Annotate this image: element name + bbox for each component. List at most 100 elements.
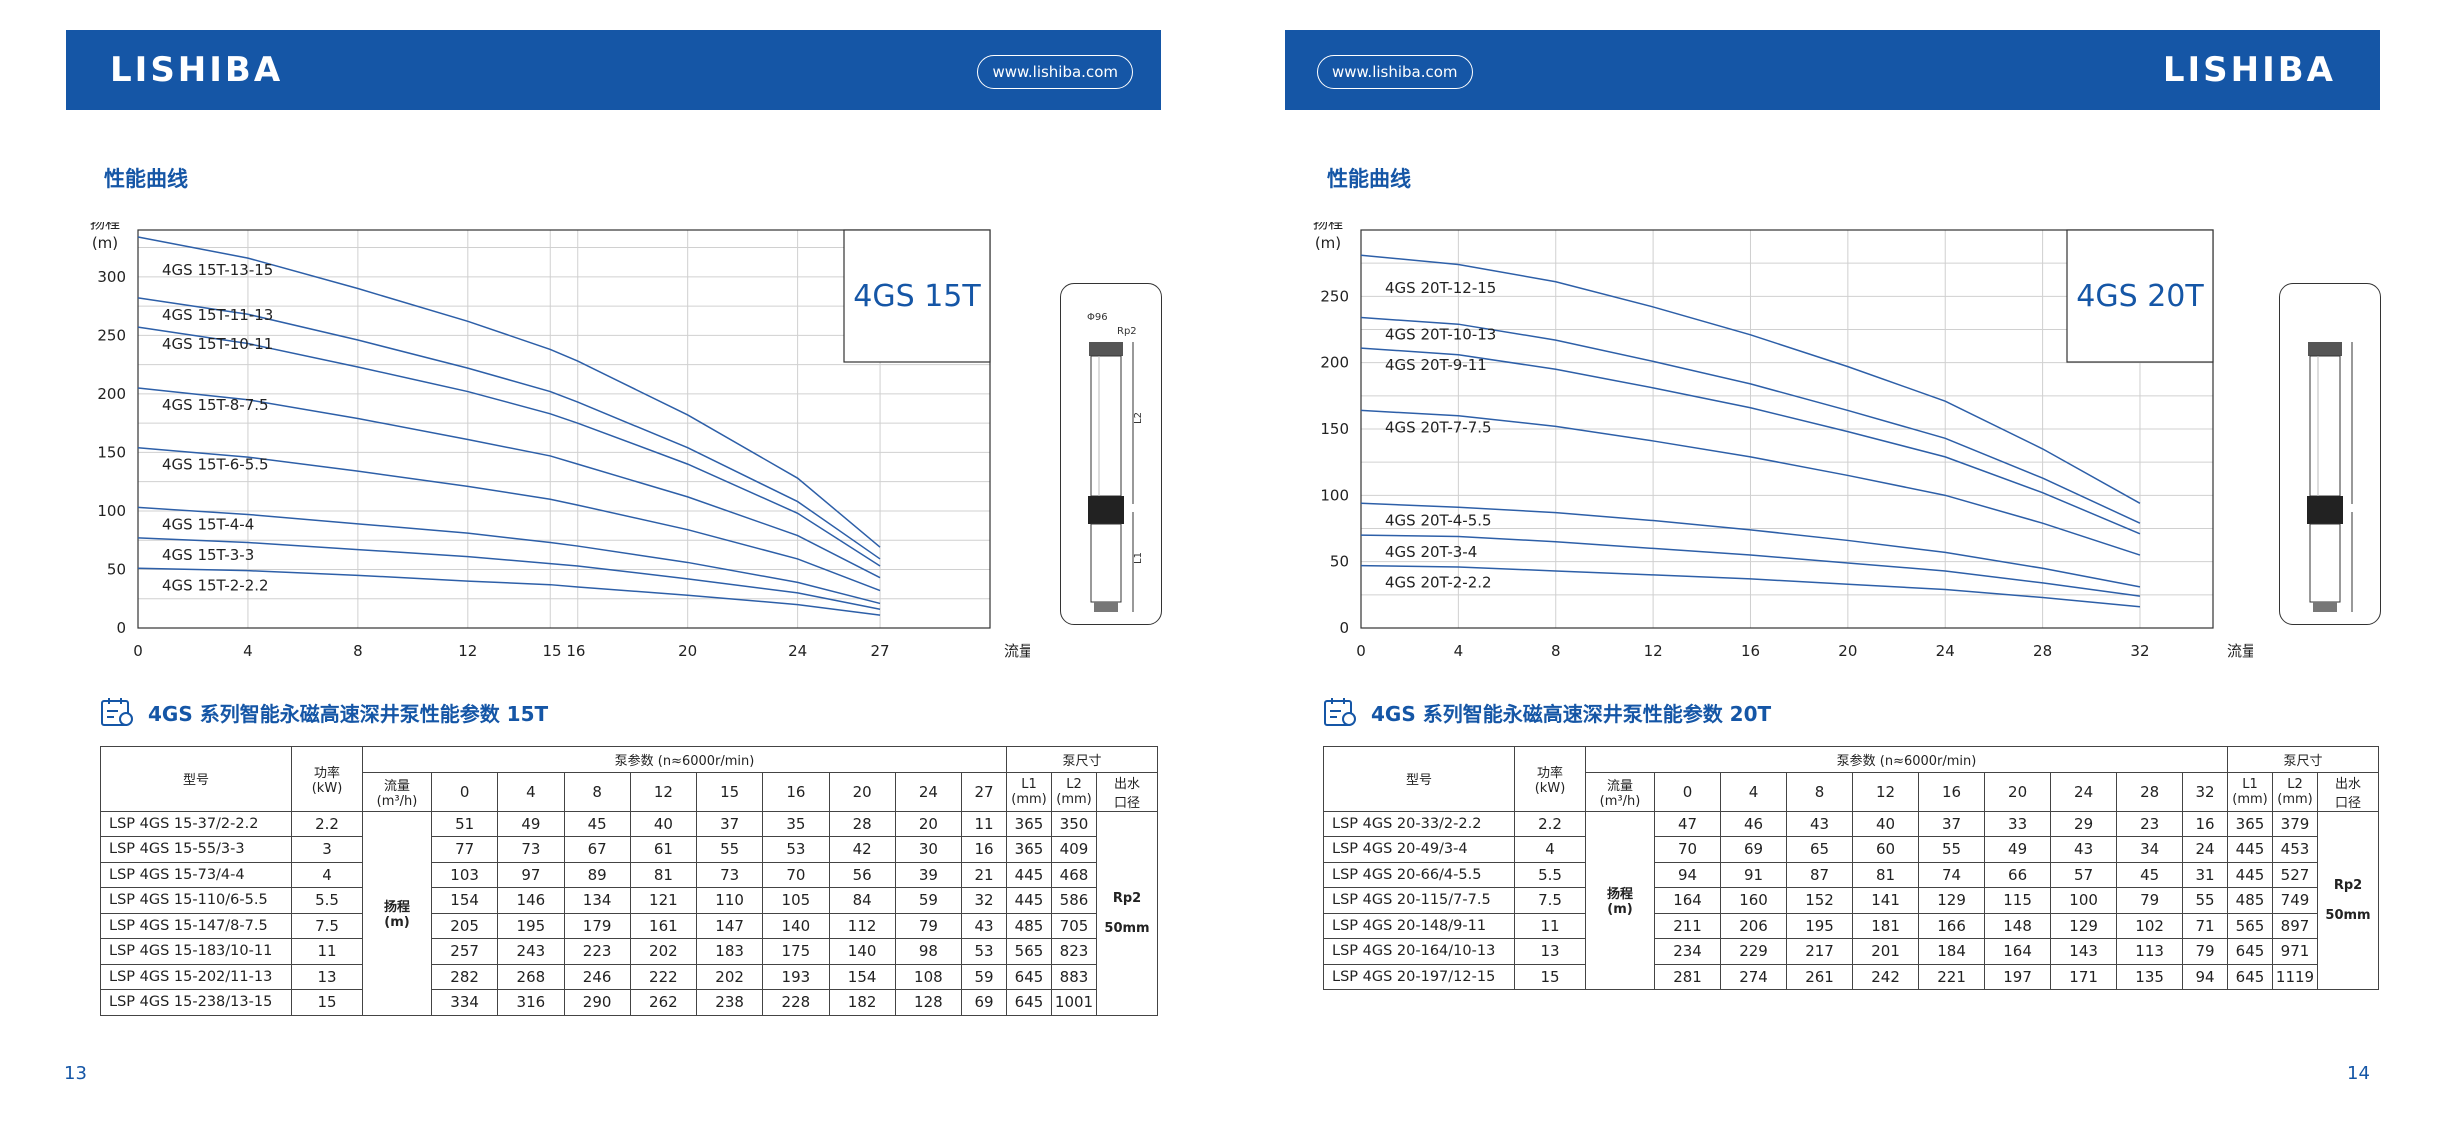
cell-head-value: 56: [828, 861, 896, 888]
series-line: [137, 236, 881, 548]
cell-head-value: 100: [2050, 887, 2118, 914]
cell-head-value: 181: [1852, 912, 1920, 939]
page-number: 13: [64, 1063, 87, 1084]
cell-head-value: 49: [497, 810, 565, 837]
cell-model: LSP 4GS 20-148/9-11: [1323, 912, 1515, 939]
cell-model: LSP 4GS 20-115/7-7.5: [1323, 887, 1515, 914]
col-flow-value: 24: [2050, 771, 2118, 812]
cell-l1: 485: [2227, 887, 2273, 914]
pump-l2-label: L2: [1133, 412, 1144, 424]
cell-head-value: 77: [430, 836, 499, 863]
cell-head-value: 206: [1720, 912, 1788, 939]
cell-head-value: 229: [1720, 938, 1788, 965]
cell-head-value: 74: [1918, 861, 1986, 888]
cell-head-value: 46: [1720, 810, 1788, 837]
y-tick-label: 250: [1320, 287, 1349, 305]
table-title: 4GS 系列智能永磁高速深井泵性能参数 15T: [148, 702, 549, 726]
cell-l2: 971: [2272, 938, 2318, 965]
col-model: 型号: [100, 746, 292, 812]
cell-kw: 2.2: [1514, 810, 1586, 837]
x-tick-label: 27: [871, 642, 890, 660]
cell-model: LSP 4GS 15-183/10-11: [100, 938, 292, 965]
cell-head-value: 47: [1653, 810, 1722, 837]
cell-head-value: 147: [695, 912, 764, 939]
cell-kw: 13: [291, 963, 363, 990]
cell-head-value: 175: [762, 938, 830, 965]
cell-head-value: 23: [2116, 810, 2184, 837]
series-label: 4GS 15T-6-5.5: [162, 456, 269, 474]
cell-head-value: 274: [1720, 963, 1788, 990]
cell-head-value: 217: [1786, 938, 1854, 965]
series-line: [1360, 502, 2141, 588]
cell-head-value: 129: [1918, 887, 1986, 914]
y-tick-label: 150: [1320, 420, 1349, 438]
cell-head-value: 33: [1984, 810, 2052, 837]
cell-head-value: 24: [2182, 836, 2228, 863]
cell-head-value: 73: [695, 861, 764, 888]
cell-head-value: 290: [563, 989, 631, 1016]
cell-kw: 5.5: [291, 887, 363, 914]
cell-head-value: 45: [563, 810, 631, 837]
col-flow-value: 20: [1984, 771, 2052, 812]
x-tick-label: 8: [353, 642, 363, 660]
website-link[interactable]: www.lishiba.com: [1317, 55, 1473, 89]
cell-kw: 11: [291, 938, 363, 965]
cell-head-value: 222: [629, 963, 698, 990]
col-flow-value: 4: [497, 771, 565, 812]
cell-head-value: 79: [2182, 938, 2228, 965]
cell-head-value: 223: [563, 938, 631, 965]
cell-head-value: 182: [828, 989, 896, 1016]
website-link[interactable]: www.lishiba.com: [977, 55, 1133, 89]
y-tick-label: 200: [97, 385, 126, 403]
series-label: 4GS 20T-10-13: [1385, 326, 1496, 344]
x-tick-label: 24: [788, 642, 807, 660]
cell-head-value: 40: [1852, 810, 1920, 837]
x-tick-label: 15 16: [543, 642, 586, 660]
col-power: 功率(kW): [291, 746, 363, 812]
series-label: 4GS 20T-7-7.5: [1385, 418, 1492, 436]
col-l2: L2(mm): [2272, 771, 2318, 812]
x-tick-label: 8: [1551, 642, 1561, 660]
cell-kw: 15: [1514, 963, 1586, 990]
cell-head-value: 87: [1786, 861, 1854, 888]
plot-frame: [1360, 229, 2214, 629]
col-flow-value: 0: [430, 771, 499, 812]
y-tick-label: 100: [1320, 486, 1349, 504]
cell-head-value: 34: [2116, 836, 2184, 863]
col-flow-value: 4: [1720, 771, 1788, 812]
cell-head-value: 45: [2116, 861, 2184, 888]
cell-l2: 749: [2272, 887, 2318, 914]
series-line: [1360, 564, 2141, 608]
cell-head-value: 183: [695, 938, 764, 965]
cell-head-value: 161: [629, 912, 698, 939]
cell-head-value: 94: [1653, 861, 1722, 888]
series-label: 4GS 15T-4-4: [162, 515, 254, 533]
cell-head-value: 53: [961, 938, 1007, 965]
cell-head-value: 105: [762, 887, 830, 914]
section-title: 性能曲线: [104, 167, 188, 191]
cell-head-value: 202: [695, 963, 764, 990]
pump-diagram: Φ96 Rp2 L2 L1: [1060, 283, 1162, 625]
cell-head-value: 146: [497, 887, 565, 914]
cell-l2: 897: [2272, 912, 2318, 939]
cell-l2: 586: [1051, 887, 1097, 914]
cell-l2: 350: [1051, 810, 1097, 837]
cell-model: LSP 4GS 15-238/13-15: [100, 989, 292, 1016]
cell-head-value: 61: [629, 836, 698, 863]
y-axis-unit: (m): [92, 234, 118, 252]
cell-l1: 565: [2227, 912, 2273, 939]
series-line: [137, 326, 881, 567]
cell-l2: 379: [2272, 810, 2318, 837]
cell-head-value: 81: [629, 861, 698, 888]
cell-l2: 468: [1051, 861, 1097, 888]
col-flow-value: 20: [828, 771, 896, 812]
y-axis-label: 扬程: [1313, 222, 1343, 232]
brand-logo: LISHIBA: [2162, 50, 2336, 90]
y-tick-label: 50: [107, 560, 126, 578]
